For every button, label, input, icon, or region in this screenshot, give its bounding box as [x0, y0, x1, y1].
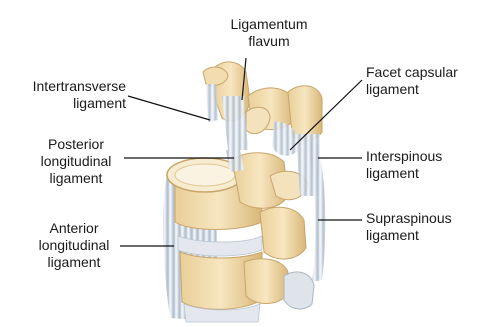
label-posterior-longitudinal-line-3: ligament	[28, 170, 124, 187]
label-facet-capsular-line-2: ligament	[366, 81, 474, 98]
leader-intertransverse	[128, 96, 210, 120]
label-anterior-longitudinal-line-3: ligament	[26, 254, 122, 271]
label-anterior-longitudinal-ligament: Anterior longitudinal ligament	[26, 220, 122, 271]
label-supraspinous-line-2: ligament	[366, 227, 474, 244]
label-interspinous-line-2: ligament	[366, 165, 474, 182]
label-anterior-longitudinal-line-1: Anterior	[26, 220, 122, 237]
intertransverse-ligament-shape	[206, 84, 218, 122]
label-supraspinous-line-1: Supraspinous	[366, 210, 474, 227]
label-intertransverse-ligament: Intertransverse ligament	[6, 78, 126, 112]
label-posterior-longitudinal-line-1: Posterior	[28, 136, 124, 153]
label-facet-capsular-line-1: Facet capsular	[366, 64, 474, 81]
label-intertransverse-line-2: ligament	[6, 95, 126, 112]
ligamentum-flavum-shape	[222, 96, 248, 150]
label-ligamentum-flavum-line-1: Ligamentum	[223, 16, 315, 33]
label-interspinous-line-1: Interspinous	[366, 148, 474, 165]
label-supraspinous-ligament: Supraspinous ligament	[366, 210, 474, 244]
label-posterior-longitudinal-ligament: Posterior longitudinal ligament	[28, 136, 124, 187]
label-anterior-longitudinal-line-2: longitudinal	[26, 237, 122, 254]
label-ligamentum-flavum-line-2: flavum	[223, 33, 315, 50]
label-posterior-longitudinal-line-2: longitudinal	[28, 153, 124, 170]
label-facet-capsular-ligament: Facet capsular ligament	[366, 64, 474, 98]
label-ligamentum-flavum: Ligamentum flavum	[223, 16, 315, 50]
label-intertransverse-line-1: Intertransverse	[6, 78, 126, 95]
label-interspinous-ligament: Interspinous ligament	[366, 148, 474, 182]
